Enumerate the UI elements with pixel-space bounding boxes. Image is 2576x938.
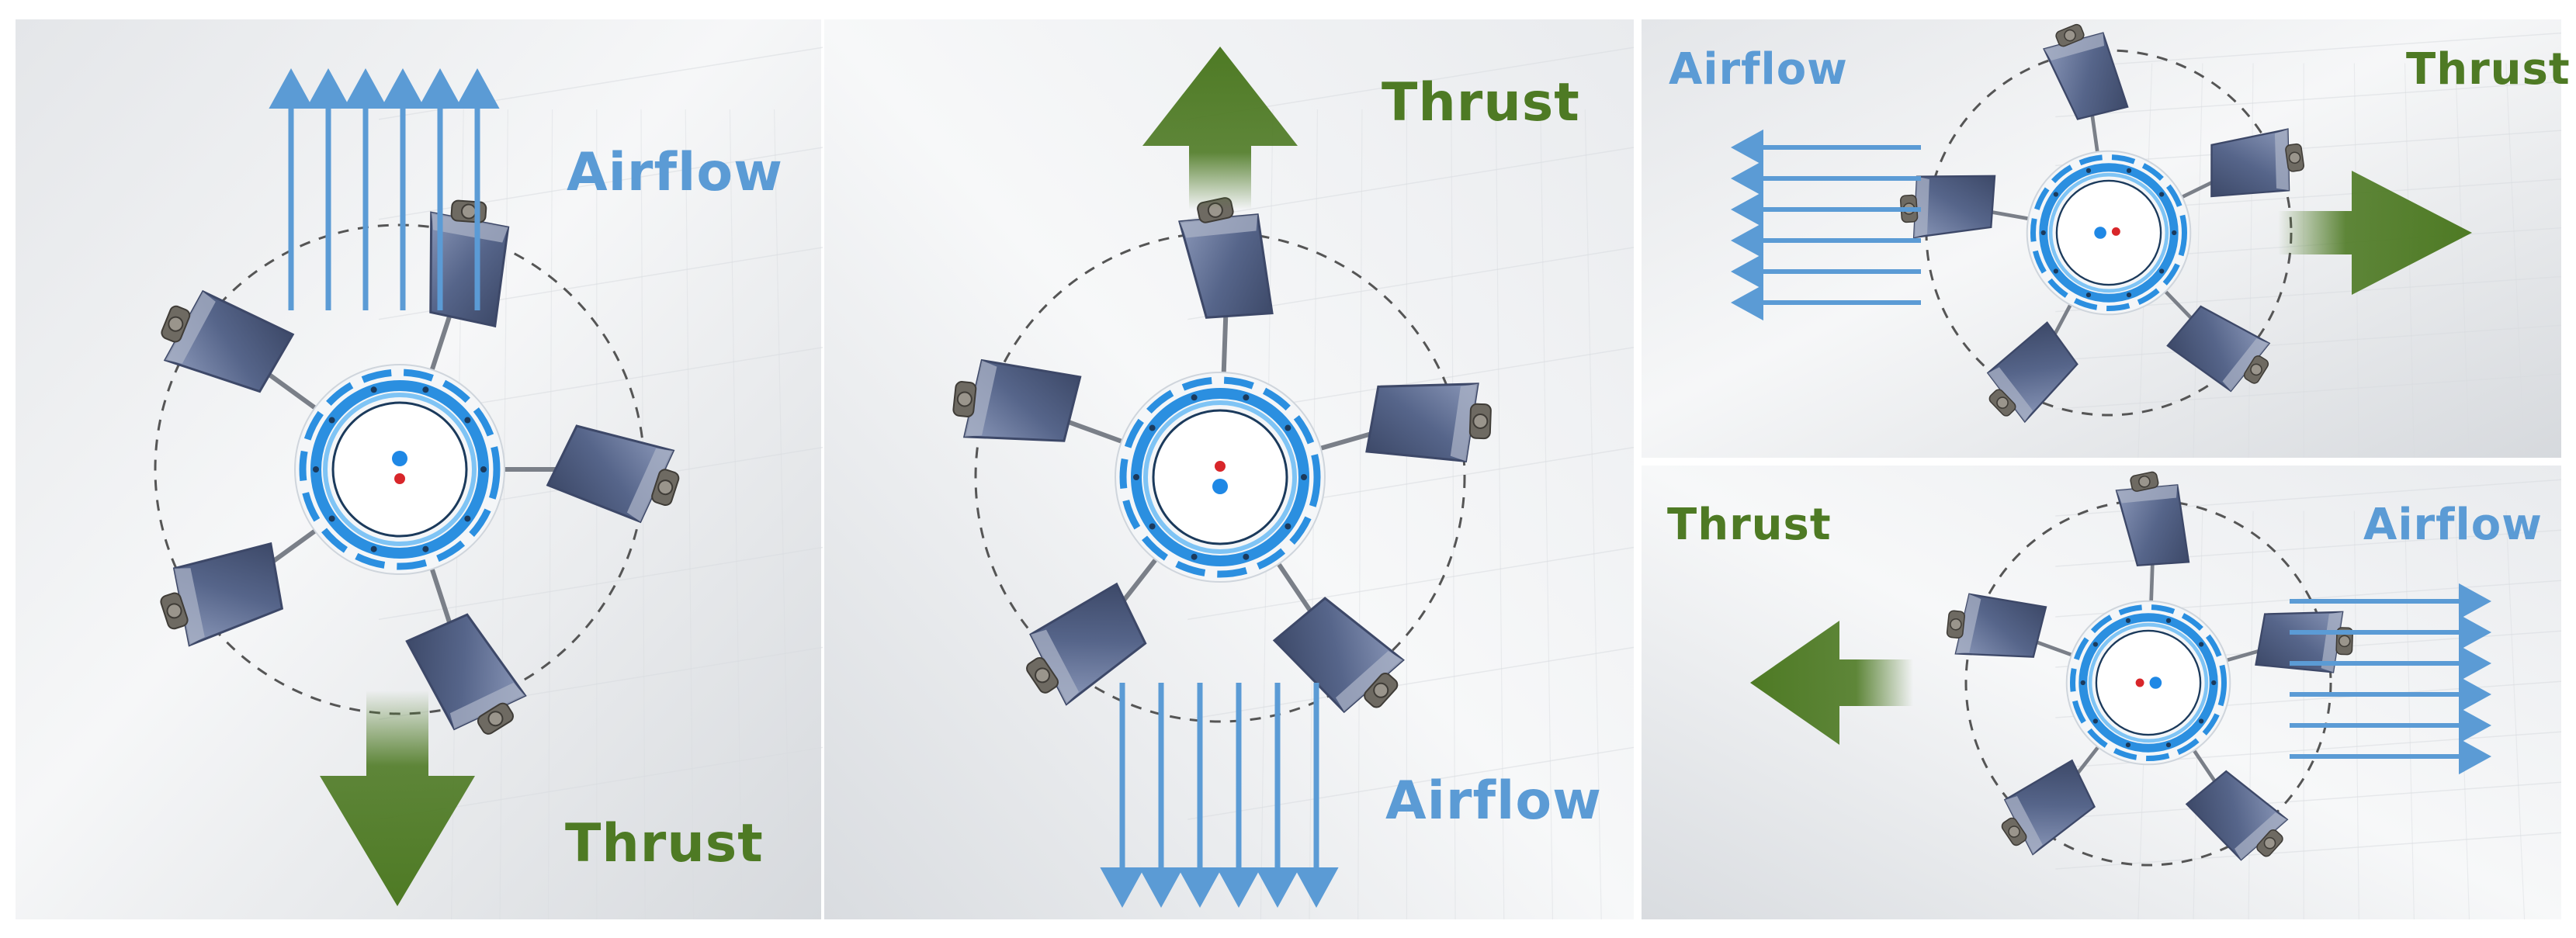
rotor-blade (1365, 382, 1492, 462)
airflow-arrow (1731, 222, 1921, 259)
airflow-arrow (1294, 683, 1339, 908)
panel-2-thrust-arrow (1142, 47, 1298, 209)
airflow-arrow (2290, 583, 2491, 620)
rotor-blade (2210, 128, 2304, 198)
airflow-arrow (2290, 707, 2491, 744)
center-blue-dot (1212, 479, 1228, 494)
airflow-arrow (2290, 738, 2491, 775)
rotor-3 (1899, 23, 2304, 424)
airflow-arrow (1100, 683, 1145, 908)
airflow-arrow (1139, 683, 1184, 908)
center-red-dot (1215, 461, 1226, 472)
panel-1-thrust-arrow (320, 691, 475, 906)
airflow-arrow (2290, 676, 2491, 713)
panel-3-airflow-arrows (1731, 129, 1921, 321)
panel-1-airflow-label: Airflow (567, 142, 783, 203)
rotor-hub (1115, 372, 1326, 583)
panel-4-thrust-label: Thrust (1667, 500, 1832, 550)
panel-4-thrust-arrow (1750, 621, 1913, 745)
rotor-1 (154, 199, 680, 735)
airflow-arrow (269, 68, 314, 310)
panel-2-airflow-arrows (1100, 683, 1339, 908)
airflow-arrow (2290, 645, 2491, 682)
panel-4-airflow-arrows (2290, 583, 2491, 775)
panel-1-thrust-label: Thrust (565, 813, 764, 874)
airflow-arrow (1255, 683, 1300, 908)
panel-1-airflow-arrows (269, 68, 500, 310)
rotor-blade (161, 289, 295, 393)
panel-3-thrust-label: Thrust (2406, 44, 2571, 95)
rotor-blade (160, 542, 284, 647)
rotor-blade (952, 358, 1082, 442)
rotor-2 (952, 197, 1492, 723)
rotor-blade (1899, 175, 1996, 239)
panel-4-airflow-label: Airflow (2363, 500, 2543, 550)
rotor-blade (546, 424, 680, 524)
rotor-blade (2185, 770, 2289, 861)
rotor-blade (405, 613, 527, 735)
center-blue-dot (2149, 677, 2162, 689)
panel-dividers (821, 19, 2561, 919)
center-red-dot (2111, 227, 2120, 236)
airflow-arrow (1731, 191, 1921, 228)
center-red-dot (2135, 678, 2144, 687)
rotor-blade (1026, 582, 1147, 706)
airflow-arrow (1216, 683, 1261, 908)
rotor-blade (1272, 597, 1405, 714)
airflow-arrow (2290, 614, 2491, 651)
rotor-4 (1946, 471, 2354, 867)
airflow-arrow (306, 68, 351, 310)
airflow-arrow (343, 68, 388, 310)
rotor-blade (1946, 593, 2047, 658)
rotor-hub (294, 364, 505, 575)
panel-3-airflow-label: Airflow (1669, 44, 1848, 95)
rotor-blade (1986, 321, 2078, 424)
rotor-blade (2001, 759, 2096, 856)
dashed-orbit-circle (1964, 499, 2332, 867)
airflow-arrow (418, 68, 463, 310)
airflow-arrow (1731, 160, 1921, 197)
airflow-arrow (1731, 253, 1921, 290)
rotor-blade (429, 199, 510, 328)
airflow-arrow (1731, 129, 1921, 166)
airflow-arrow (455, 68, 500, 310)
center-blue-dot (392, 451, 407, 466)
rotor-hub (2065, 600, 2231, 766)
airflow-arrow (380, 68, 425, 310)
panel-2-airflow-label: Airflow (1385, 770, 1602, 832)
rotor-blade (2043, 23, 2129, 120)
airflow-arrow (1177, 683, 1222, 908)
panel-3-thrust-arrow (2278, 171, 2472, 295)
airflow-arrow (1731, 284, 1921, 321)
panel-2-thrust-label: Thrust (1382, 72, 1580, 133)
rotor-blade (2166, 305, 2271, 393)
center-blue-dot (2094, 227, 2106, 239)
rotor-hub (2026, 150, 2192, 316)
center-red-dot (394, 473, 405, 484)
rotor-blade (2115, 471, 2190, 566)
